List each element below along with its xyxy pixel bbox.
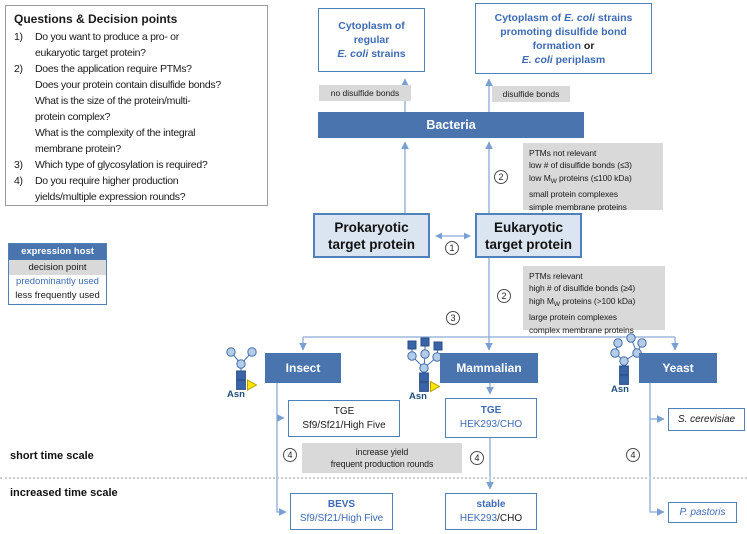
question-row: yields/multiple expression rounds? bbox=[14, 189, 261, 205]
question-text: Does your protein contain disulfide bond… bbox=[35, 79, 221, 91]
question-number bbox=[14, 125, 35, 141]
question-text: What is the size of the protein/multi- bbox=[35, 95, 191, 107]
decision-point-2: 2 bbox=[494, 170, 508, 184]
decision-point-4: 4 bbox=[626, 448, 640, 462]
question-row: 4) Do you require higher production bbox=[14, 173, 261, 189]
question-number bbox=[14, 109, 35, 125]
question-text: Does the application require PTMs? bbox=[35, 63, 192, 75]
question-number: 1) bbox=[14, 31, 23, 43]
system-s-cerevisiae: S. cerevisiae bbox=[668, 408, 745, 431]
flow-arrows bbox=[276, 78, 679, 516]
decision-point-4: 4 bbox=[470, 451, 484, 465]
decision-point-1: 1 bbox=[445, 241, 459, 255]
questions-panel: Questions & Decision points 1) Do you wan… bbox=[5, 5, 268, 206]
question-text: membrane protein? bbox=[35, 143, 121, 155]
system-mammalian-tge: TGE HEK293/CHO bbox=[445, 398, 537, 438]
question-text: yields/multiple expression rounds? bbox=[35, 191, 186, 203]
legend-decision-point: decision point bbox=[9, 260, 106, 275]
outcome-line: Cytoplasm of bbox=[338, 20, 405, 32]
host-insect-bar: Insect bbox=[265, 353, 341, 383]
host-yeast-bar: Yeast bbox=[639, 353, 717, 383]
decision-point-3: 3 bbox=[446, 311, 460, 325]
outcome-regular-ecoli: Cytoplasm of regular E. coli strains bbox=[318, 8, 425, 72]
double-arrow-heads bbox=[435, 232, 471, 240]
question-text: Do you require higher production bbox=[35, 175, 179, 187]
questions-title: Questions & Decision points bbox=[14, 12, 178, 26]
outcome-line: formation or bbox=[532, 39, 595, 52]
question-text: Do you want to produce a pro- or bbox=[35, 31, 179, 43]
insect-glycan-icon bbox=[226, 347, 258, 391]
question-number: 3) bbox=[14, 159, 23, 171]
question-row: eukaryotic target protein? bbox=[14, 45, 261, 61]
question-number bbox=[14, 93, 35, 109]
edge-label-no-disulfide-bonds: no disulfide bonds bbox=[319, 85, 411, 101]
question-number: 4) bbox=[14, 175, 23, 187]
system-mammalian-stable: stable HEK293/CHO bbox=[445, 493, 537, 530]
legend-less-frequently-used: less frequently used bbox=[15, 290, 100, 301]
question-text: protein complex? bbox=[35, 111, 111, 123]
asn-label: Asn bbox=[227, 389, 245, 400]
time-scale-divider bbox=[0, 477, 747, 479]
note-increase-yield: increase yield frequent production round… bbox=[302, 443, 462, 473]
legend-expression-host: expression host bbox=[9, 244, 106, 260]
host-bacteria-bar: Bacteria bbox=[318, 112, 584, 138]
legend: expression host decision point predomina… bbox=[8, 243, 107, 305]
outcome-line: Cytoplasm of E. coli strains bbox=[494, 11, 633, 24]
outcome-line: regular bbox=[353, 34, 390, 46]
question-number bbox=[14, 189, 35, 205]
question-row: Does your protein contain disulfide bond… bbox=[14, 77, 261, 93]
system-insect-tge: TGE Sf9/Sf21/High Five bbox=[288, 400, 400, 437]
label-short-time-scale: short time scale bbox=[10, 450, 94, 462]
asn-label: Asn bbox=[611, 384, 629, 395]
outcome-disulfide-ecoli: Cytoplasm of E. coli strains promoting d… bbox=[475, 3, 652, 74]
question-row: 3) Which type of glycosylation is require… bbox=[14, 157, 261, 173]
question-row: What is the complexity of the integral bbox=[14, 125, 261, 141]
system-insect-bevs: BEVS Sf9/Sf21/High Five bbox=[290, 493, 393, 530]
outcome-line: E. coli periplasm bbox=[521, 53, 606, 66]
question-row: 1) Do you want to produce a pro- or bbox=[14, 29, 261, 45]
node-eukaryotic-target-protein: Eukaryotic target protein bbox=[475, 213, 582, 258]
question-text: eukaryotic target protein? bbox=[35, 47, 146, 59]
label-increased-time-scale: increased time scale bbox=[10, 487, 118, 499]
node-prokaryotic-target-protein: Prokaryotic target protein bbox=[313, 213, 430, 258]
outcome-line: E. coli strains bbox=[337, 48, 406, 60]
question-text: What is the complexity of the integral bbox=[35, 127, 196, 139]
outcome-line: promoting disulfide bond bbox=[500, 25, 627, 38]
mammalian-glycan-icon bbox=[407, 337, 443, 393]
question-row: membrane protein? bbox=[14, 141, 261, 157]
yeast-glycan-icon bbox=[610, 333, 647, 385]
asn-label: Asn bbox=[409, 391, 427, 402]
question-number bbox=[14, 45, 35, 61]
decision-point-2: 2 bbox=[497, 289, 511, 303]
criteria-prokaryotic-suitable: PTMs not relevant low # of disulfide bon… bbox=[523, 143, 663, 212]
question-number bbox=[14, 141, 35, 157]
legend-predominantly-used: predominantly used bbox=[16, 276, 99, 287]
decision-point-4: 4 bbox=[283, 448, 297, 462]
question-text: Which type of glycosylation is required? bbox=[35, 159, 208, 171]
question-number bbox=[14, 77, 35, 93]
question-row: 2) Does the application require PTMs? bbox=[14, 61, 261, 77]
question-row: protein complex? bbox=[14, 109, 261, 125]
question-row: What is the size of the protein/multi- bbox=[14, 93, 261, 109]
question-number: 2) bbox=[14, 63, 23, 75]
criteria-eukaryotic-needed: PTMs relevant high # of disulfide bonds … bbox=[523, 266, 665, 335]
edge-label-disulfide-bonds: disulfide bonds bbox=[492, 86, 570, 102]
host-mammalian-bar: Mammalian bbox=[440, 353, 538, 383]
system-p-pastoris: P. pastoris bbox=[668, 502, 737, 523]
